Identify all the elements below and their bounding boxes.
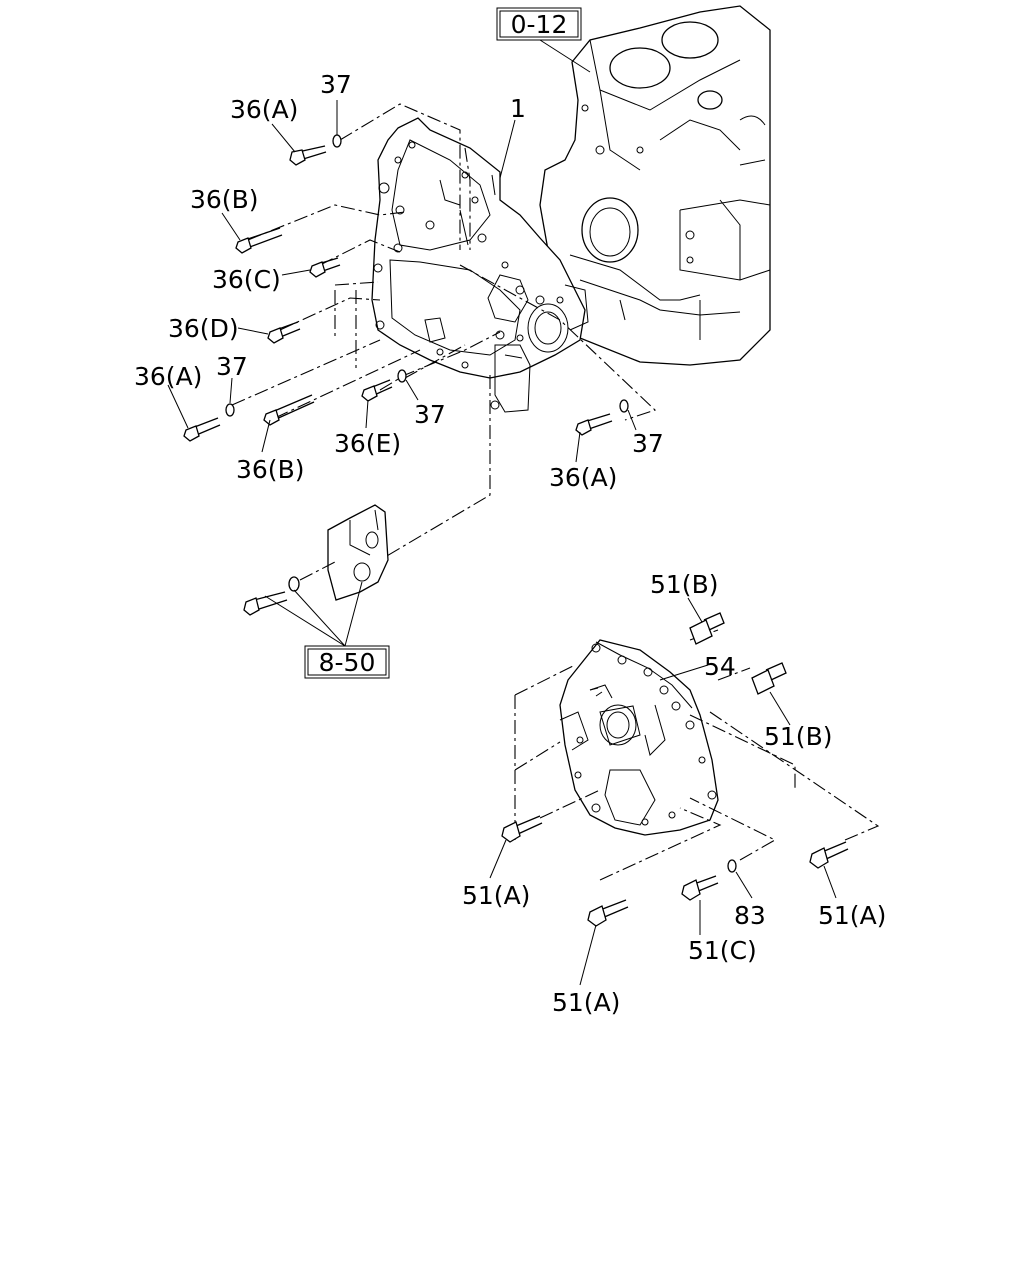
stud-51b-right (751, 662, 787, 695)
label-51b-top: 51(B) (650, 570, 718, 599)
bolt-36a-top (289, 145, 327, 166)
label-36d: 36(D) (168, 314, 239, 343)
ref-box-8-50: 8-50 (304, 645, 390, 679)
bracket-leaders (264, 581, 363, 647)
gear-case (371, 117, 589, 413)
label-51a-left: 51(A) (462, 881, 530, 910)
bolt-36b-top (235, 227, 283, 254)
bolt-bracket (243, 591, 288, 616)
bolt-36e (361, 379, 393, 402)
bolt-51a-right (809, 841, 849, 869)
lower-leaders (489, 597, 837, 986)
label-37-right: 37 (632, 429, 664, 458)
label-51a-right: 51(A) (818, 901, 886, 930)
label-51b-right: 51(B) (764, 722, 832, 751)
washer-bracket (288, 576, 300, 592)
label-36c: 36(C) (212, 265, 281, 294)
label-83: 83 (734, 901, 766, 930)
stud-51b-top (689, 612, 725, 645)
label-51c: 51(C) (688, 936, 757, 965)
bolt-36b-bottom (263, 394, 315, 426)
bolt-51a-left (501, 815, 543, 843)
label-37-mid: 37 (414, 400, 446, 429)
bolt-36a-right (575, 413, 613, 436)
bracket-dash-line (299, 561, 336, 581)
label-51a-bottom: 51(A) (552, 988, 620, 1017)
washer-37-left (225, 403, 235, 417)
label-36a-left: 36(A) (134, 362, 202, 391)
ref-8-50-text: 8-50 (319, 648, 376, 677)
label-36b-bottom: 36(B) (236, 455, 304, 484)
label-36a-right: 36(A) (549, 463, 617, 492)
ref-0-12-text: 0-12 (511, 10, 568, 39)
label-37-top: 37 (320, 70, 352, 99)
bolt-36c (309, 257, 341, 278)
ref-box-0-12: 0-12 (496, 7, 582, 41)
washer-37-right (619, 399, 629, 413)
washer-37-top (332, 134, 342, 148)
upper-leaders (167, 100, 637, 463)
washer-37-mid (397, 369, 407, 383)
label-1: 1 (510, 94, 526, 123)
bolt-36a-left (183, 417, 221, 442)
label-54: 54 (704, 652, 736, 681)
front-cover (559, 639, 719, 836)
bolt-36d (267, 321, 301, 344)
washer-83 (727, 859, 737, 873)
bracket-8-50 (327, 504, 389, 601)
bolt-51a-bottom (587, 899, 629, 927)
engine-block (539, 5, 771, 366)
bolt-51c (681, 875, 719, 901)
upper-dash-lines (231, 103, 657, 561)
labels: 1 37 36(A) 36(B) 36(C) 36(D) 36(A) 37 37… (134, 70, 886, 1017)
leader-0-12 (539, 39, 591, 73)
label-36b-top: 36(B) (190, 185, 258, 214)
label-36e: 36(E) (334, 429, 401, 458)
label-37-left: 37 (216, 352, 248, 381)
label-36a-top: 36(A) (230, 95, 298, 124)
